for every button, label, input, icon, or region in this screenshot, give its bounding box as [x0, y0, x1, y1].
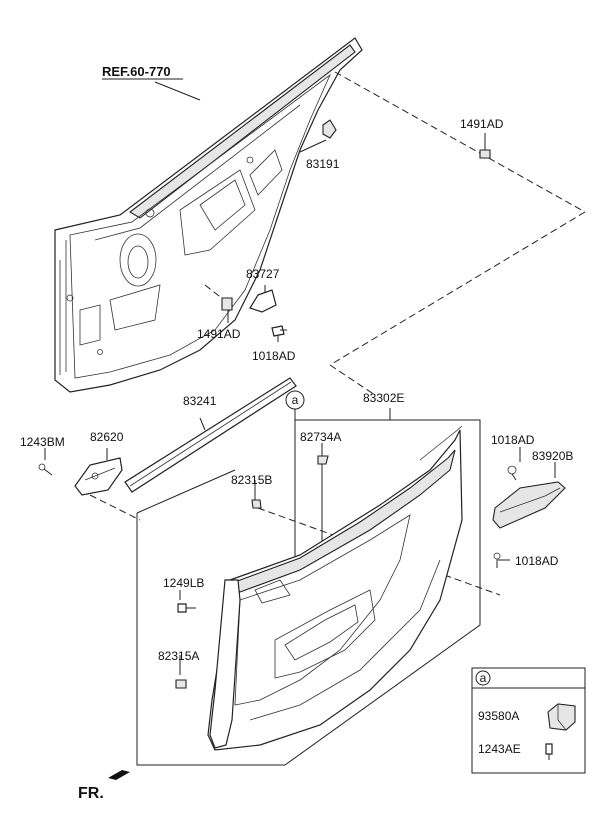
part-1018AD-low-label: 1018AD — [515, 554, 559, 568]
part-83302E-label: 83302E — [363, 391, 404, 405]
ref-label: REF.60-770 — [102, 64, 171, 79]
part-82315B-label: 82315B — [231, 473, 272, 487]
part-1018AD-mid-label: 1018AD — [252, 349, 296, 363]
part-82315A-label: 82315A — [158, 649, 199, 663]
part-83191-label: 83191 — [306, 157, 340, 171]
door-trim-panel — [207, 425, 463, 751]
part-1491AD-mid-label: 1491AD — [197, 327, 241, 341]
part-1243BM-label: 1243BM — [20, 435, 65, 449]
callout-a-letter: a — [292, 393, 299, 407]
part-83920B-label: 83920B — [532, 449, 573, 463]
part-82620-label: 82620 — [90, 430, 124, 444]
inside-handle-part — [74, 457, 123, 496]
callout-a-marker: a — [285, 390, 305, 410]
part-83727-label: 83727 — [246, 267, 280, 281]
part-1249LB-label: 1249LB — [163, 576, 204, 590]
door-frame-panel — [54, 37, 363, 393]
front-direction-indicator: FR. — [78, 770, 130, 802]
inset-box-a: a 93580A 1243AE — [471, 667, 586, 774]
weatherstrip-part — [124, 377, 297, 493]
part-1243AE-label: 1243AE — [478, 742, 521, 756]
front-label: FR. — [78, 785, 104, 802]
part-83241-label: 83241 — [183, 394, 217, 408]
trim-assembly-box — [136, 408, 481, 766]
part-82734A-label: 82734A — [300, 430, 341, 444]
fasteners — [38, 119, 517, 689]
part-1018AD-right-label: 1018AD — [491, 433, 535, 447]
handle-cover-part — [492, 481, 566, 529]
part-labels: REF.60-770 1491AD 83191 83727 1491AD 101… — [20, 64, 573, 663]
part-1491AD-top-label: 1491AD — [460, 117, 504, 131]
part-93580A-label: 93580A — [478, 709, 519, 723]
inset-a-letter: a — [480, 671, 487, 685]
